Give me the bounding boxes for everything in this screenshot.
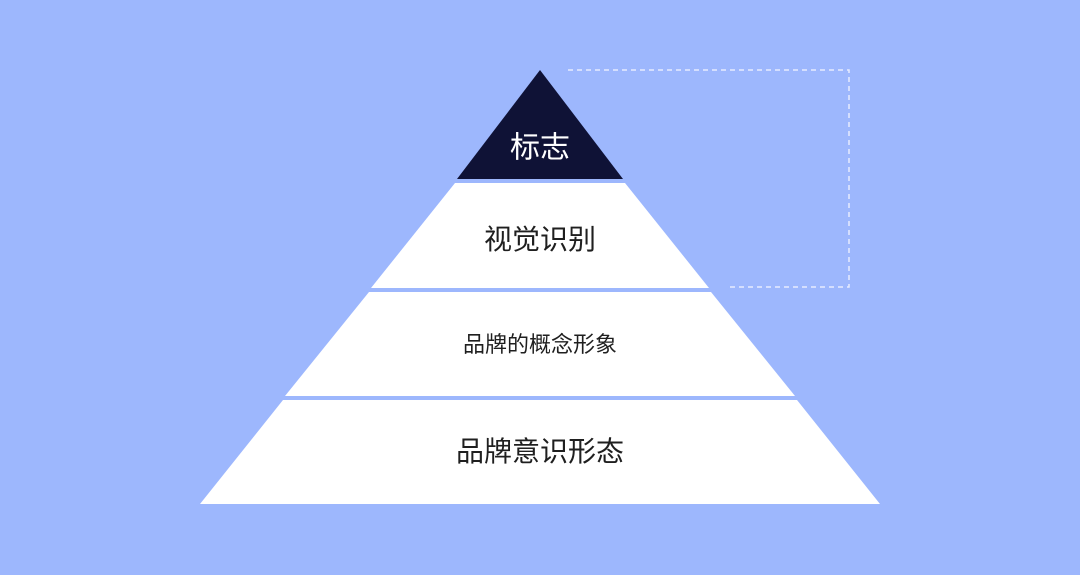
dashed-bracket	[568, 69, 850, 288]
pyramid-tier-brand-ideology	[200, 400, 880, 504]
pyramid-tier-logo	[457, 70, 623, 179]
tier-label-visual-identity: 视觉识别	[484, 223, 596, 256]
pyramid-tier-visual-identity	[371, 183, 709, 288]
pyramid-tier-brand-concept-image	[285, 292, 795, 396]
tier-label-logo: 标志	[510, 131, 570, 166]
tier-label-brand-ideology: 品牌意识形态	[456, 435, 624, 468]
tier-label-brand-concept-image: 品牌的概念形象	[463, 333, 617, 358]
